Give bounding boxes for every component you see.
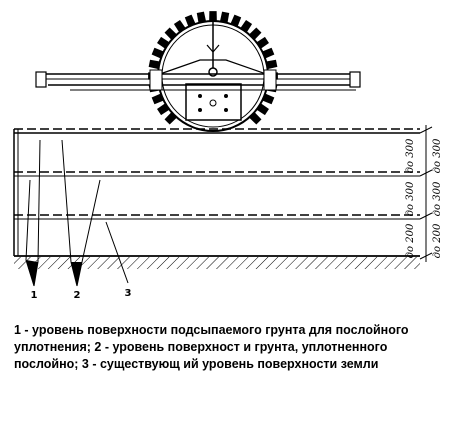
marker-label-3: 3 — [125, 288, 132, 299]
drum-tooth — [266, 59, 278, 70]
roller-machine — [35, 11, 361, 132]
inner-dimension-label-middle: до 300 — [405, 181, 416, 216]
dimension-chain: до 300 до 300 до 200 до 300 до 300 до 20… — [405, 125, 443, 262]
drum-tooth — [148, 59, 160, 70]
inner-dimension-label-bottom: до 200 — [405, 223, 416, 258]
soil-layers — [13, 128, 420, 269]
drum-tooth — [196, 11, 207, 23]
dimension-label-bottom: до 200 — [432, 223, 443, 258]
dimension-label-top: до 300 — [432, 138, 443, 173]
inner-dimension-label-top: до 300 — [405, 138, 416, 173]
marker-pointers: 1 2 3 — [25, 139, 132, 300]
marker-label-1: 1 — [31, 290, 38, 300]
hub-plate — [185, 83, 242, 121]
drum-tooth — [219, 11, 230, 23]
figure-caption: 1 - уровень поверхности подсыпаемого гру… — [14, 323, 409, 371]
compaction-diagram: 1 2 3 до 300 до 300 до 200 до 300 до 300… — [13, 11, 443, 300]
marker-label-2: 2 — [74, 290, 81, 300]
drum-tooth — [209, 11, 217, 22]
ground-hatch — [14, 257, 420, 269]
dimension-label-middle: до 300 — [432, 181, 443, 216]
